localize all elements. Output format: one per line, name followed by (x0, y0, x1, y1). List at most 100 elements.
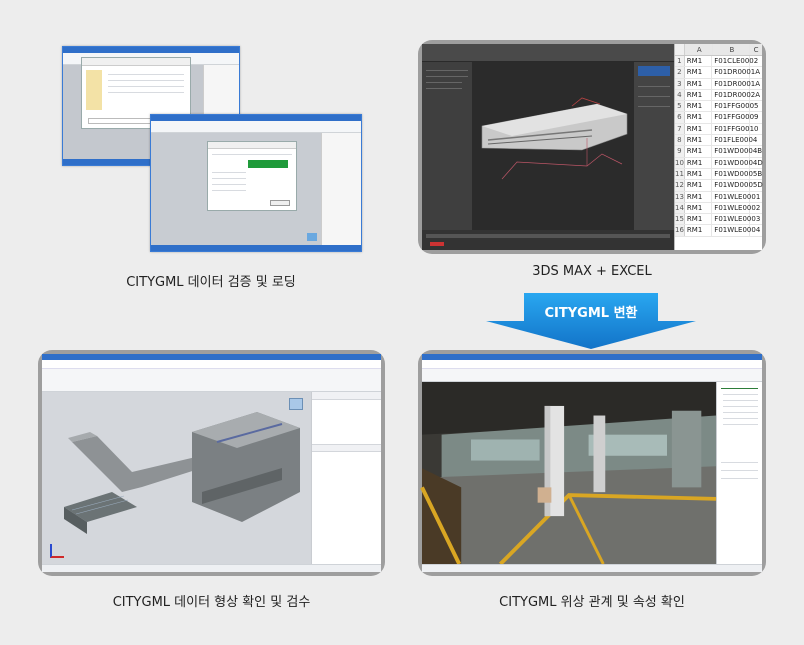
topology-window (420, 354, 762, 572)
cell-c[interactable] (750, 67, 762, 77)
cell-c[interactable] (750, 112, 762, 122)
cell-a[interactable]: RM1 (685, 123, 713, 135)
row-number: 3 (675, 78, 685, 89)
validation-progress-bar (248, 160, 288, 168)
cell-b[interactable]: F01FLE0004 (714, 135, 758, 146)
cell-a[interactable]: RM1 (685, 89, 713, 101)
cell-b[interactable]: F01DR0002A (714, 89, 761, 101)
cell-a[interactable]: RM1 (685, 135, 713, 146)
front-window-ribbon (151, 121, 361, 133)
cell-b[interactable]: F01WD0004B (714, 146, 763, 157)
row-number: 12 (675, 180, 685, 191)
cell-b[interactable]: F01CLE0002 (714, 56, 759, 67)
cell-c[interactable] (750, 169, 762, 179)
cell-a[interactable]: RM1 (685, 146, 713, 157)
cell-c[interactable] (750, 214, 762, 224)
topology-titlebar[interactable] (422, 354, 762, 360)
cell-b[interactable]: F01WLE0002 (714, 202, 761, 214)
cell-c[interactable] (750, 79, 762, 89)
cell-a[interactable]: RM1 (685, 56, 713, 67)
cell-b[interactable]: F01FFG0010 (714, 123, 759, 135)
cell-c[interactable] (750, 203, 762, 213)
cell-c[interactable] (750, 146, 762, 156)
cell-b[interactable]: F01WD0005B (714, 168, 763, 180)
cell-c[interactable] (750, 56, 762, 66)
front-window-viewport[interactable] (151, 133, 321, 245)
view-cube-icon[interactable] (289, 398, 303, 410)
cell-b[interactable]: F01WD0004D (714, 157, 763, 168)
row-number: 1 (675, 56, 685, 67)
viewer-titlebar[interactable] (42, 354, 381, 360)
cell-b[interactable]: F01FFG0009 (714, 112, 759, 123)
topology-ribbon[interactable] (422, 360, 762, 382)
3dsmax-scene-explorer (422, 62, 472, 230)
cell-a[interactable]: RM1 (685, 67, 713, 78)
cell-a[interactable]: RM1 (685, 180, 713, 191)
cell-b[interactable]: F01WLE0003 (714, 214, 761, 225)
cell-a[interactable]: RM1 (685, 112, 713, 123)
row-number: 5 (675, 101, 685, 112)
cell-a[interactable]: RM1 (685, 191, 713, 202)
row-number: 2 (675, 67, 685, 78)
cell-c[interactable] (750, 90, 762, 100)
cell-b[interactable]: F01WLE0004 (714, 225, 761, 236)
back-window-titlebar[interactable] (63, 47, 239, 53)
viewer-ribbon[interactable] (42, 360, 381, 392)
viewer-statusbar (42, 564, 381, 572)
navigation-cube-icon[interactable] (307, 233, 317, 241)
row-number: 11 (675, 168, 685, 180)
cell-c[interactable] (750, 192, 762, 202)
row-number: 9 (675, 146, 685, 157)
ok-button[interactable] (270, 200, 290, 206)
cell-c[interactable] (750, 124, 762, 134)
cell-b[interactable]: F01DR0001A (714, 78, 761, 89)
front-window-titlebar[interactable] (151, 115, 361, 121)
caption-topology-attributes: CITYGML 위상 관계 및 속성 확인 (499, 595, 685, 610)
cell-a[interactable]: RM1 (685, 168, 713, 180)
cell-b[interactable]: F01FFG0005 (714, 101, 759, 112)
cell-c[interactable] (750, 180, 762, 190)
cell-a[interactable]: RM1 (685, 157, 713, 168)
cell-a[interactable]: RM1 (685, 225, 713, 236)
cell-a[interactable]: RM1 (685, 202, 713, 214)
viewer-3d-viewport[interactable] (42, 392, 311, 564)
3dsmax-panel-header (638, 66, 670, 76)
cell-b[interactable]: F01WLE0001 (714, 191, 761, 202)
cell-c[interactable] (750, 135, 762, 145)
3dsmax-timeline[interactable] (422, 230, 674, 250)
cell-b[interactable]: F01WD0005D (714, 180, 763, 191)
front-window (150, 114, 362, 252)
cell-c[interactable] (750, 101, 762, 111)
excel-column-headers: A B C (675, 44, 762, 56)
cell-c[interactable] (750, 225, 762, 235)
cell-a[interactable]: RM1 (685, 78, 713, 89)
station-interior-viewport[interactable] (420, 382, 717, 566)
topology-statusbar (422, 564, 762, 572)
cell-b[interactable]: F01DR0001A (714, 67, 761, 78)
cell-a[interactable]: RM1 (685, 101, 713, 112)
caption-validation-loading: CITYGML 데이터 검증 및 로딩 (126, 275, 296, 290)
station-model (64, 412, 300, 534)
cell-c[interactable] (750, 158, 762, 168)
cell-a[interactable]: RM1 (685, 214, 713, 225)
